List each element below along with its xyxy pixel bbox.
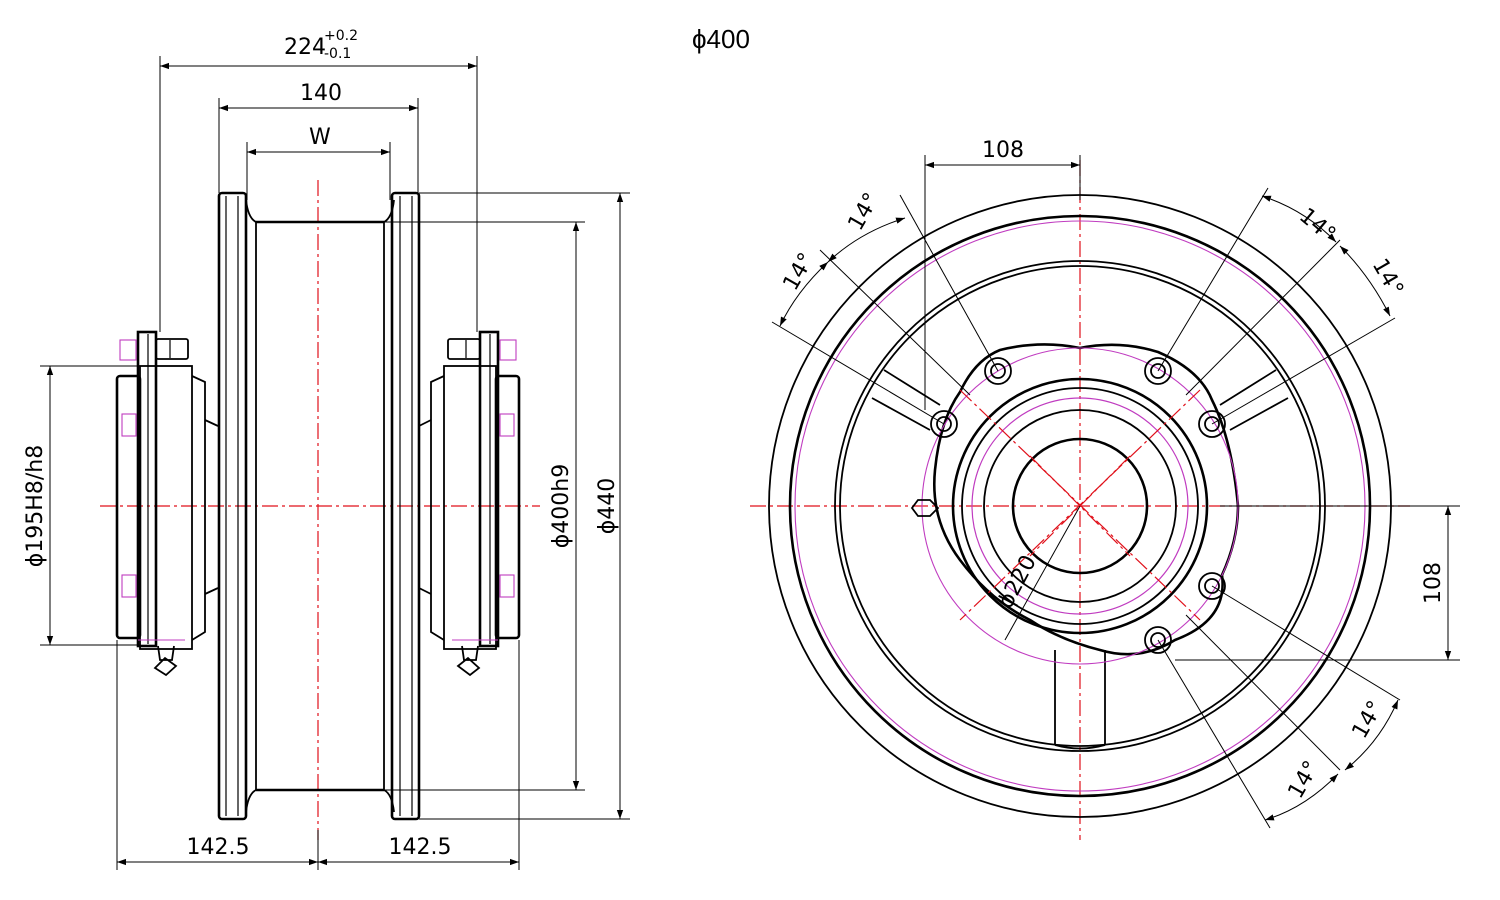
left-bearing-housing [115, 330, 219, 677]
angle-arcs [779, 195, 1399, 821]
drawing-title: ϕ400 [692, 24, 750, 54]
spokes [871, 369, 1289, 750]
bore-circle [1011, 437, 1149, 575]
dim-overall-tol-lower: -0.1 [324, 46, 351, 62]
bolt-hole [930, 410, 958, 438]
hub-pink-ring [971, 397, 1189, 615]
bore-diagonal-b [1029, 455, 1131, 557]
bolt-hole [1198, 572, 1226, 600]
hub-inner-circle [983, 409, 1177, 603]
angle-label: 14° [1367, 255, 1408, 301]
dim-left-offset: 142.5 [187, 835, 250, 860]
hub-outer-circle [951, 377, 1209, 635]
bolt-hole [984, 357, 1012, 385]
dim-overall-tol-upper: +0.2 [324, 28, 358, 44]
right-flange [390, 191, 421, 821]
right-bearing-housing [418, 330, 521, 677]
dim-side-offset: 108 [1421, 562, 1446, 604]
side-view: 224 +0.2 -0.1 140 W ϕ440 ϕ400h9 ϕ195H8/h… [23, 28, 630, 870]
hub-flange-outline [933, 343, 1240, 656]
dim-right-offset: 142.5 [389, 835, 452, 860]
bolt-hole [1144, 626, 1172, 654]
bolt-hole [1198, 410, 1226, 438]
wheel-tread [245, 199, 395, 813]
side-extension-lines [40, 56, 630, 870]
dim-flange-dia: ϕ440 [595, 478, 620, 535]
dim-tread-width: W [309, 125, 331, 150]
dim-bearing-dia: ϕ195H8/h8 [23, 445, 48, 567]
dim-overall-width: 224 [284, 35, 326, 60]
angle-label: 14° [1294, 203, 1340, 247]
angle-label: 14° [1284, 757, 1325, 803]
front-view: ϕ220 108 108 [750, 138, 1460, 840]
grease-nipple [910, 499, 940, 517]
bolt-hole [1144, 357, 1172, 385]
angle-label: 14° [1348, 697, 1389, 743]
bolt-diagonal-b [959, 389, 1201, 621]
bore-diagonal-a [1029, 455, 1131, 557]
dim-tread-dia: ϕ400h9 [549, 464, 574, 548]
left-flange [217, 191, 248, 821]
angle-label: 14° [779, 249, 820, 295]
angle-reference-lines [771, 187, 1401, 829]
hub-ring-circle [961, 387, 1199, 625]
dim-top-offset: 108 [982, 138, 1024, 163]
bolt-circle-leader [1004, 505, 1081, 641]
dim-rim-width: 140 [300, 81, 342, 106]
bolt-holes [930, 357, 1226, 654]
